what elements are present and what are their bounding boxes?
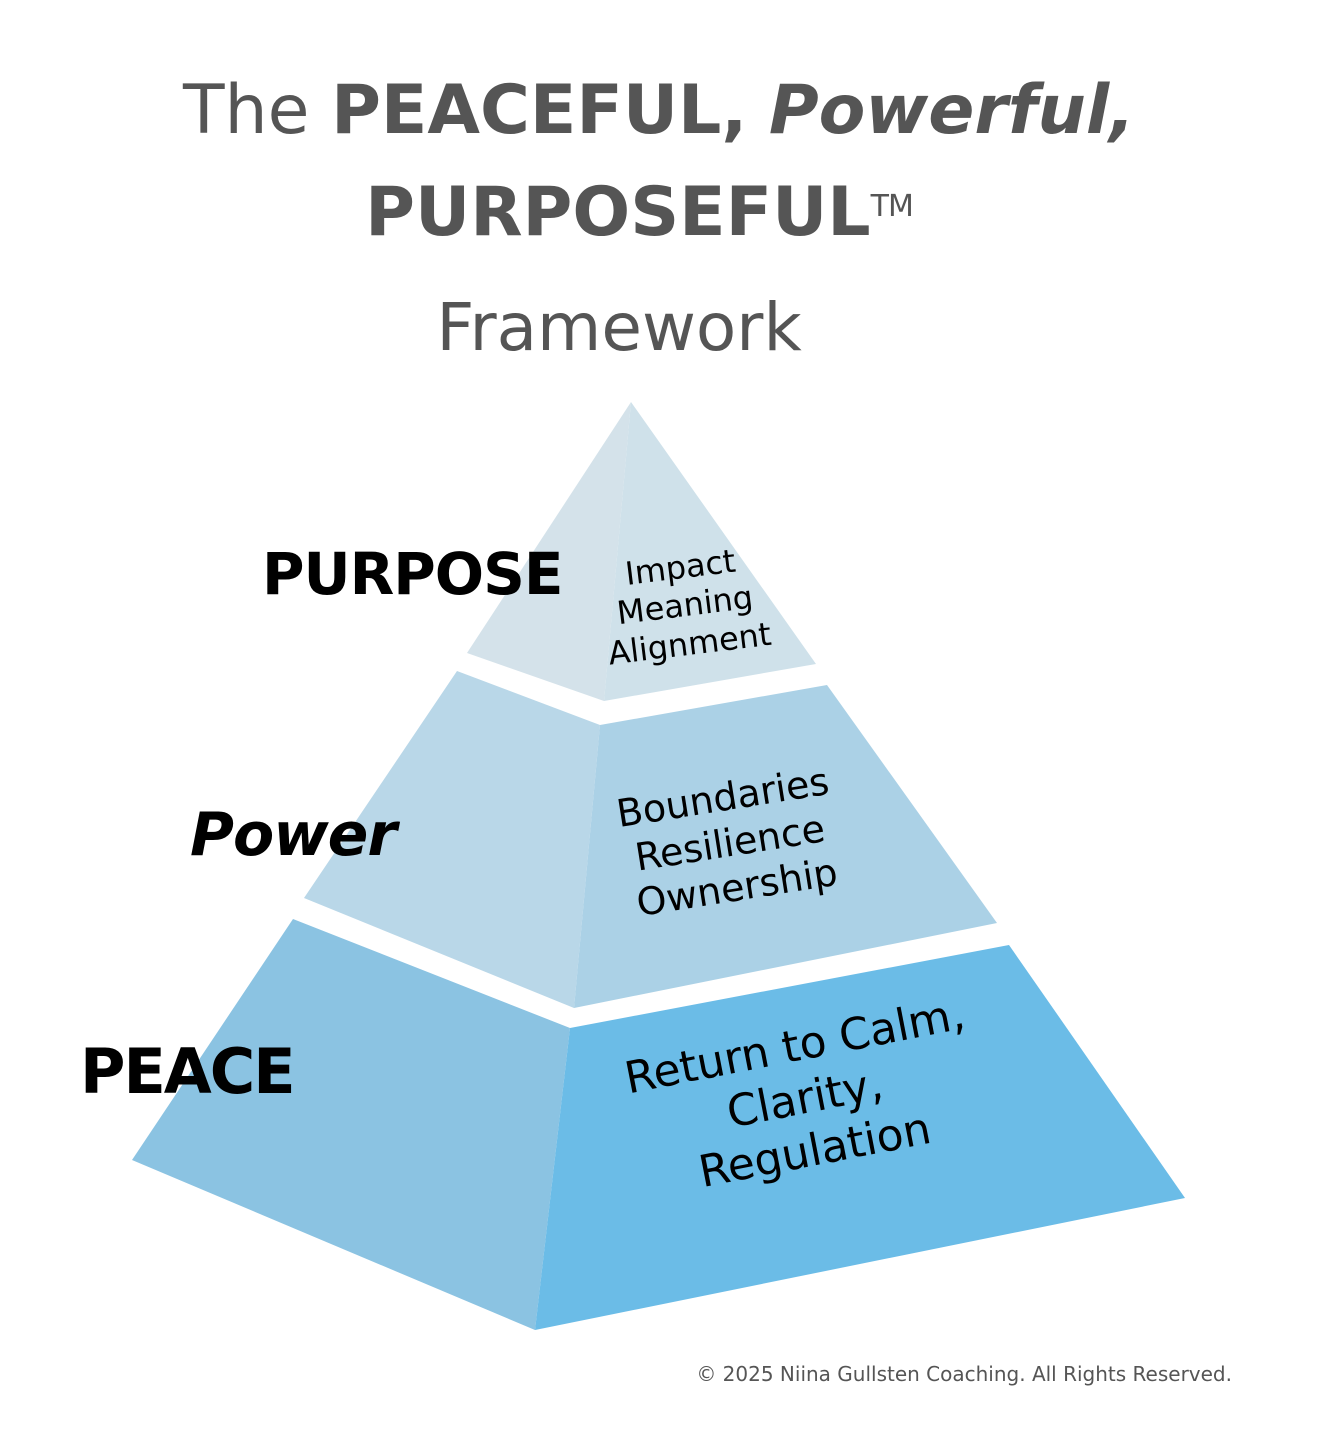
title-line-1: The PEACEFUL, Powerful, — [0, 70, 1318, 152]
tier-label-power: Power — [190, 800, 397, 870]
title-peaceful: PEACEFUL, — [331, 71, 748, 150]
power-tier-right-face — [574, 685, 997, 1008]
title-line-2: PURPOSEFULTM — [0, 172, 1298, 254]
trademark-mark: TM — [870, 189, 914, 224]
purpose-tier-left-face — [467, 402, 631, 701]
purpose-tier-right-face — [604, 402, 816, 701]
power-tier-left-face — [304, 671, 600, 1008]
title-purposeful: PURPOSEFUL — [365, 173, 871, 252]
copyright-footer: © 2025 Niina Gullsten Coaching. All Righ… — [696, 1362, 1232, 1386]
title-powerful: Powerful, — [768, 71, 1135, 150]
title-framework: Framework — [436, 289, 802, 366]
purpose-items: Impact Meaning Alignment — [584, 537, 787, 674]
peace-tier-right-face — [535, 945, 1185, 1330]
tier-label-purpose: PURPOSE — [262, 540, 563, 608]
title-prefix: The — [183, 71, 332, 150]
peace-tier-left-face — [132, 919, 570, 1330]
tier-label-peace: PEACE — [80, 1035, 296, 1108]
